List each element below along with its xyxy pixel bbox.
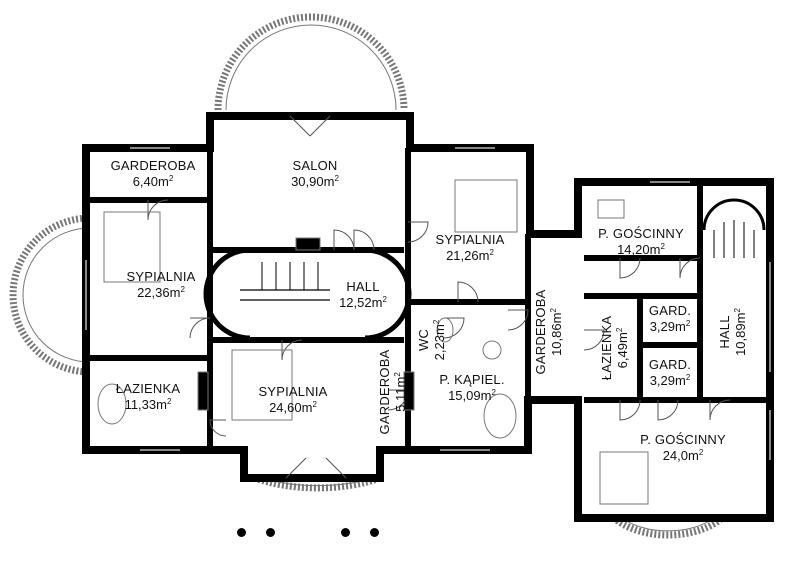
staircase-center xyxy=(203,247,412,341)
room-sypialnia-ne: SYPIALNIA 21,26m2 xyxy=(435,232,505,263)
room-lazienka-e: ŁAZIENKA 6,49m2 xyxy=(599,315,630,381)
room-garderoba-e: GARDEROBA 10,86m2 xyxy=(533,289,564,375)
room-hall-e: HALL 10,89m2 xyxy=(717,308,748,356)
room-garderoba-nw: GARDEROBA 6,40m2 xyxy=(110,158,196,189)
dot-3 xyxy=(341,528,350,537)
windows xyxy=(85,147,771,460)
room-lazienka-w: ŁAZIENKA 11,33m2 xyxy=(115,381,181,412)
room-p-kapiel: P. KĄPIEL. 15,09m2 xyxy=(439,372,505,403)
room-sypialnia-s: SYPIALNIA 24,60m2 xyxy=(258,384,328,415)
room-gard-1: GARD. 3,29m2 xyxy=(648,303,692,334)
doors xyxy=(147,115,731,479)
room-salon: SALON 30,90m2 xyxy=(291,158,339,189)
room-garderoba-s: GARDEROBA 5,11m2 xyxy=(377,349,408,435)
room-sypialnia-w: SYPIALNIA 22,36m2 xyxy=(126,269,196,300)
room-gard-2: GARD. 3,29m2 xyxy=(648,357,692,388)
fixtures xyxy=(97,179,649,505)
dot-1 xyxy=(237,528,246,537)
dot-2 xyxy=(266,528,275,537)
room-wc: WC 2,23m2 xyxy=(416,319,447,361)
room-p-goscinny-n: P. GOŚCINNY 14,20m2 xyxy=(598,226,684,257)
room-p-goscinny-s: P. GOŚCINNY 24,0m2 xyxy=(640,432,726,463)
dot-4 xyxy=(370,528,379,537)
room-hall-center: HALL 12,52m2 xyxy=(339,279,387,310)
staircase-east xyxy=(702,198,766,258)
